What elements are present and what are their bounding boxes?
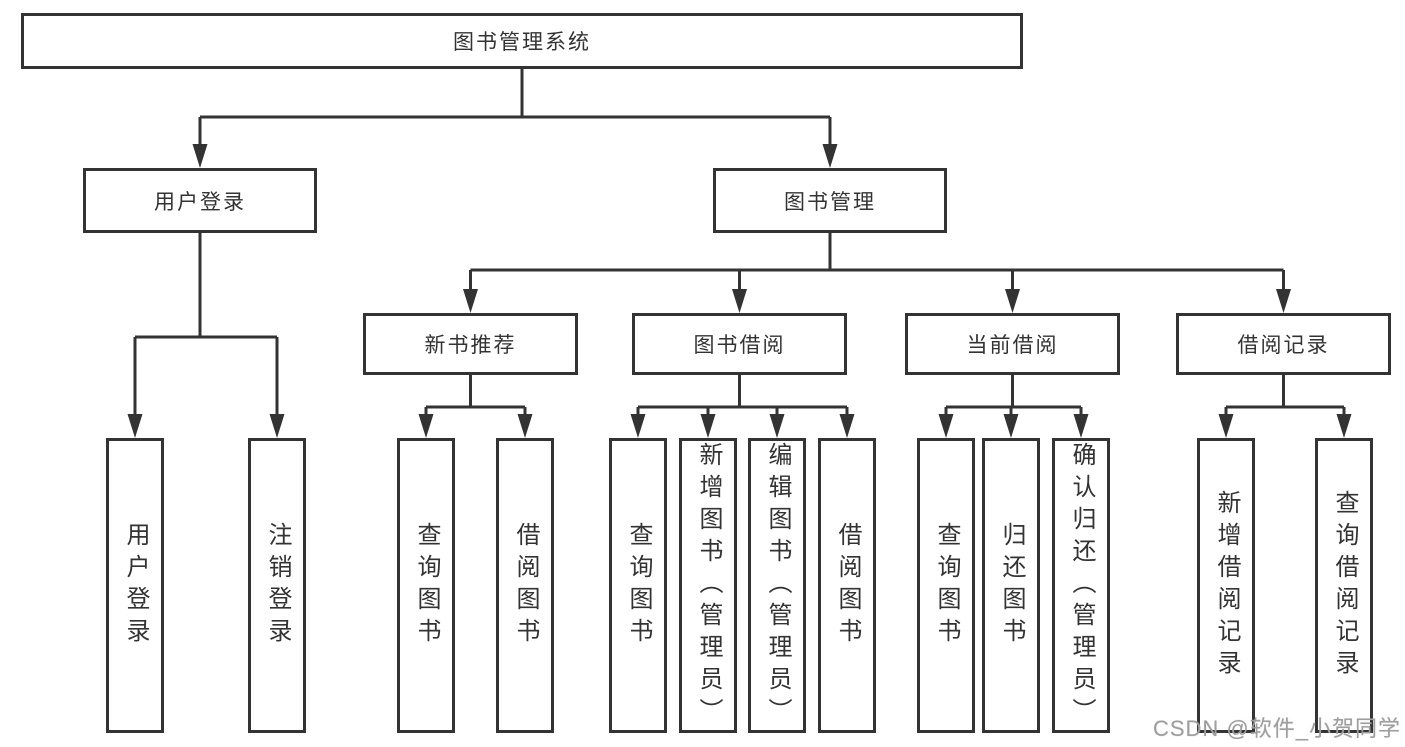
watermark: CSDN @软件_小贺同学 — [1152, 716, 1401, 741]
node-leaf-bor-borrow: 借阅图书 — [818, 438, 876, 733]
node-leaf-rec-borrow: 借阅图书 — [496, 438, 554, 733]
node-leaf-cur-query: 查询图书 — [917, 438, 975, 733]
arrowhead-icon — [839, 414, 855, 438]
node-label: 借阅图书 — [834, 521, 861, 650]
node-login: 用户登录 — [83, 168, 317, 233]
node-current: 当前借阅 — [905, 313, 1120, 375]
node-label: 图书管理系统 — [453, 31, 591, 54]
arrowhead-icon — [732, 289, 747, 313]
node-label: 当前借阅 — [966, 334, 1059, 357]
node-leaf-bor-add: 新增图书（管理员） — [679, 438, 737, 733]
node-label: 新增图书（管理员） — [695, 441, 722, 730]
node-label: 新增借阅记录 — [1213, 489, 1240, 682]
node-label: 图书借阅 — [693, 334, 786, 357]
node-records: 借阅记录 — [1176, 313, 1391, 375]
node-leaf-bor-edit: 编辑图书（管理员） — [748, 438, 806, 733]
node-leaf-user-login: 用户登录 — [106, 438, 164, 733]
node-label: 注销登录 — [264, 521, 291, 650]
arrowhead-icon — [418, 414, 434, 438]
arrowhead-icon — [192, 144, 208, 168]
arrowhead-icon — [938, 414, 954, 438]
arrowhead-icon — [269, 414, 285, 438]
node-label: 归还图书 — [998, 521, 1025, 650]
node-label: 查询图书 — [933, 521, 960, 650]
arrowhead-icon — [1003, 414, 1019, 438]
arrowhead-icon — [517, 414, 533, 438]
node-root: 图书管理系统 — [21, 13, 1023, 69]
node-leaf-logout: 注销登录 — [248, 438, 306, 733]
arrowhead-icon — [1276, 289, 1291, 313]
node-label: 编辑图书（管理员） — [764, 441, 791, 730]
arrowhead-icon — [700, 414, 716, 438]
arrowhead-icon — [769, 414, 785, 438]
node-label: 查询图书 — [625, 521, 652, 650]
node-leaf-rec-query: 查询图书 — [397, 438, 455, 733]
node-borrow: 图书借阅 — [632, 313, 847, 375]
node-label: 查询图书 — [413, 521, 440, 650]
node-label: 用户登录 — [122, 521, 149, 650]
arrowhead-icon — [127, 414, 143, 438]
node-leaf-recd-query: 查询借阅记录 — [1315, 438, 1373, 733]
arrowhead-icon — [1005, 289, 1020, 313]
node-leaf-cur-return: 归还图书 — [982, 438, 1040, 733]
arrowhead-icon — [1073, 414, 1089, 438]
arrowhead-icon — [822, 144, 838, 168]
node-leaf-recd-add: 新增借阅记录 — [1197, 438, 1255, 733]
node-label: 借阅记录 — [1237, 334, 1330, 357]
arrowhead-icon — [1336, 414, 1352, 438]
node-leaf-cur-confirm: 确认归还（管理员） — [1052, 438, 1110, 733]
node-label: 用户登录 — [154, 190, 246, 214]
node-label: 新书推荐 — [424, 334, 517, 357]
node-label: 确认归还（管理员） — [1068, 441, 1095, 730]
arrowhead-icon — [463, 289, 478, 313]
node-label: 借阅图书 — [512, 521, 539, 650]
node-leaf-bor-query: 查询图书 — [609, 438, 667, 733]
arrowhead-icon — [1218, 414, 1234, 438]
node-mgmt: 图书管理 — [713, 168, 947, 233]
node-label: 查询借阅记录 — [1331, 489, 1358, 682]
node-rec: 新书推荐 — [363, 313, 578, 375]
node-label: 图书管理 — [784, 190, 876, 214]
arrowhead-icon — [630, 414, 646, 438]
